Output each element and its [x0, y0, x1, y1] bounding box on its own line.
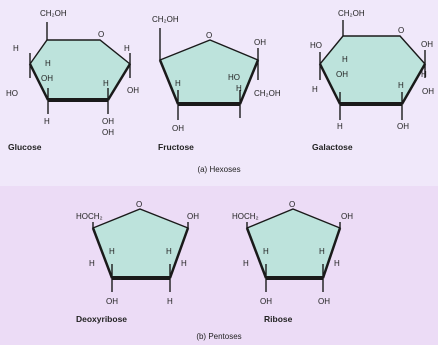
- galactose-h2-label: H: [421, 70, 427, 79]
- glucose-h1-label: H: [13, 44, 19, 53]
- deoxyribose-h2-label: H: [166, 247, 172, 256]
- glucose-h3-label: H: [124, 44, 130, 53]
- deoxyribose-h3-label: H: [89, 259, 95, 268]
- fructose-ho-label: HO: [228, 73, 240, 82]
- deoxyribose-hoch2-label: HOCH₂: [76, 212, 103, 221]
- galactose-h3-label: H: [398, 81, 404, 90]
- ribose-h2-label: H: [319, 247, 325, 256]
- fructose-name: Fructose: [158, 142, 194, 152]
- glucose-oh2-label: OH: [127, 86, 139, 95]
- galactose-ch2oh-label: CH₂OH: [338, 9, 365, 18]
- deoxyribose-name: Deoxyribose: [76, 314, 127, 324]
- ribose-h1-label: H: [263, 247, 269, 256]
- galactose-h1-label: H: [342, 55, 348, 64]
- fructose-ring-oxygen: O: [206, 31, 212, 40]
- glucose-ho-label: HO: [6, 89, 18, 98]
- galactose-oh2-label: OH: [422, 87, 434, 96]
- galactose-oh-right-label: OH: [421, 40, 433, 49]
- ribose-hoch2-label: HOCH₂: [232, 212, 259, 221]
- glucose-oh3-label: OH: [102, 117, 114, 126]
- pentoses-caption: (b) Pentoses: [196, 332, 241, 341]
- glucose-structure: [28, 22, 132, 114]
- ribose-structure: [245, 208, 342, 292]
- fructose-oh-bottom-label: OH: [172, 124, 184, 133]
- glucose-oh1-label: OH: [41, 74, 53, 83]
- deoxyribose-h4-label: H: [181, 259, 187, 268]
- galactose-ring-oxygen: O: [398, 26, 404, 35]
- glucose-ch2oh-label: CH₂OH: [40, 9, 67, 18]
- glucose-h5-label: H: [44, 117, 50, 126]
- fructose-h2-label: H: [236, 84, 242, 93]
- galactose-oh1-label: OH: [336, 70, 348, 79]
- glucose-ring-oxygen: O: [98, 30, 104, 39]
- fructose-structure: [158, 28, 260, 120]
- ribose-oh-right-label: OH: [341, 212, 353, 221]
- fructose-ch2oh-top-label: CH₂OH: [152, 15, 179, 24]
- deoxyribose-ring-oxygen: O: [136, 200, 142, 209]
- galactose-oh3-label: OH: [397, 122, 409, 131]
- glucose-oh4-label: OH: [102, 128, 114, 137]
- galactose-ho-label: HO: [310, 41, 322, 50]
- galactose-h4-label: H: [337, 122, 343, 131]
- fructose-h1-label: H: [175, 79, 181, 88]
- ribose-name: Ribose: [264, 314, 293, 324]
- galactose-structure: [318, 20, 427, 120]
- galactose-h-left-label: H: [312, 85, 318, 94]
- deoxyribose-h5-label: H: [167, 297, 173, 306]
- ribose-oh-bottom1-label: OH: [260, 297, 272, 306]
- deoxyribose-h1-label: H: [109, 247, 115, 256]
- pentoses-panel-background: [0, 186, 438, 345]
- hexoses-caption: (a) Hexoses: [197, 165, 240, 174]
- fructose-oh-right-label: OH: [254, 38, 266, 47]
- galactose-name: Galactose: [312, 142, 353, 152]
- ribose-ring-oxygen: O: [289, 200, 295, 209]
- glucose-h2-label: H: [45, 59, 51, 68]
- ribose-h4-label: H: [334, 259, 340, 268]
- deoxyribose-oh-bottom-label: OH: [106, 297, 118, 306]
- fructose-ch2oh-right-label: CH₂OH: [254, 89, 281, 98]
- ribose-h3-label: H: [243, 259, 249, 268]
- glucose-name: Glucose: [8, 142, 42, 152]
- deoxyribose-structure: [91, 208, 190, 292]
- ribose-oh-bottom2-label: OH: [318, 297, 330, 306]
- glucose-h4-label: H: [103, 79, 109, 88]
- deoxyribose-oh-right-label: OH: [187, 212, 199, 221]
